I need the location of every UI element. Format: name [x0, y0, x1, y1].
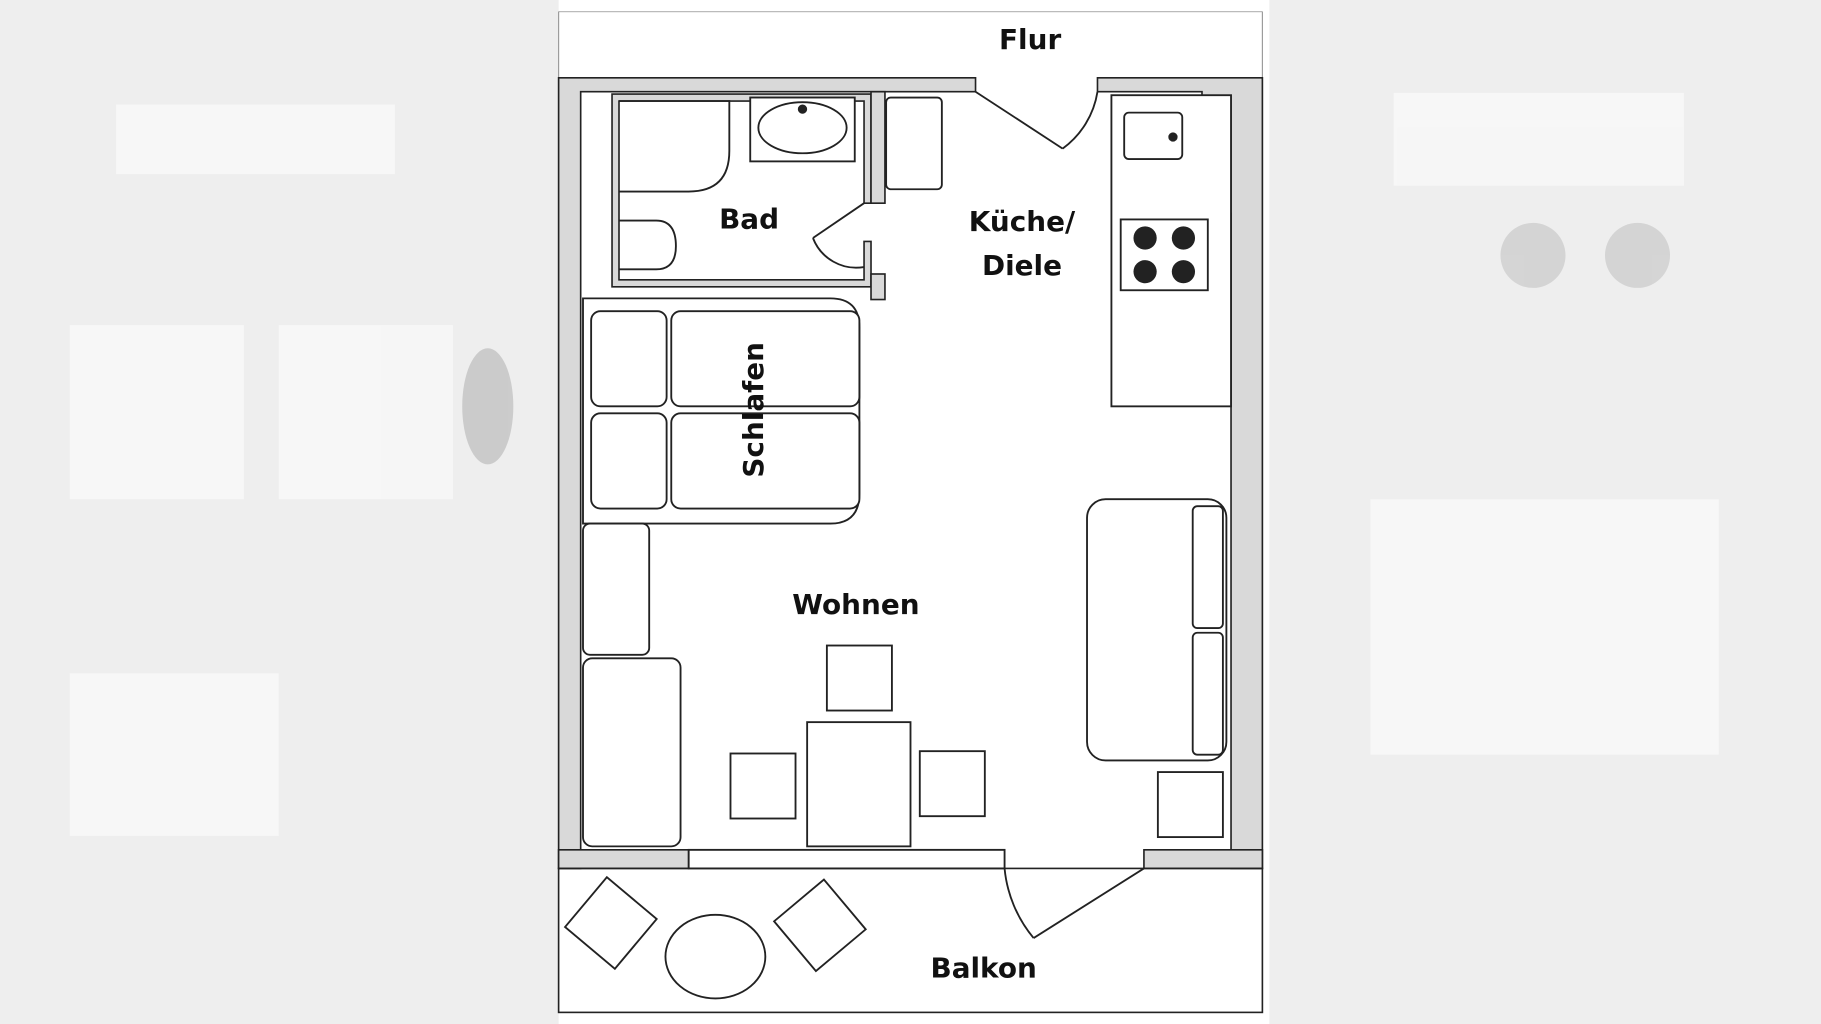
bathroom-fixtures	[619, 96, 856, 271]
balcony-outline	[557, 867, 1264, 1014]
shower	[619, 100, 731, 193]
label-bad: Bad	[719, 203, 779, 236]
balcony-furniture	[563, 875, 868, 1000]
stove	[1119, 218, 1209, 292]
dining-set	[729, 644, 986, 848]
kitchen-sink	[1123, 111, 1184, 160]
sofa	[1086, 498, 1228, 762]
window-sill	[687, 848, 1006, 870]
toilet	[619, 219, 677, 271]
doors	[812, 90, 1145, 939]
blurred-background	[69, 92, 1719, 836]
label-flur: Flur	[999, 23, 1061, 56]
sideboard	[582, 522, 651, 656]
kitchen-counter	[1110, 94, 1232, 408]
bathroom-walls	[611, 90, 886, 301]
label-kueche: Küche/	[969, 205, 1076, 238]
side-table	[1156, 771, 1224, 839]
label-wohnen: Wohnen	[792, 588, 919, 621]
bed	[582, 297, 861, 525]
label-diele: Diele	[982, 249, 1062, 282]
armchair	[582, 657, 682, 848]
label-balkon: Balkon	[930, 952, 1036, 985]
wardrobe	[885, 96, 943, 191]
label-schlafen: Schlafen	[737, 342, 770, 478]
outer-walls	[557, 76, 1264, 870]
